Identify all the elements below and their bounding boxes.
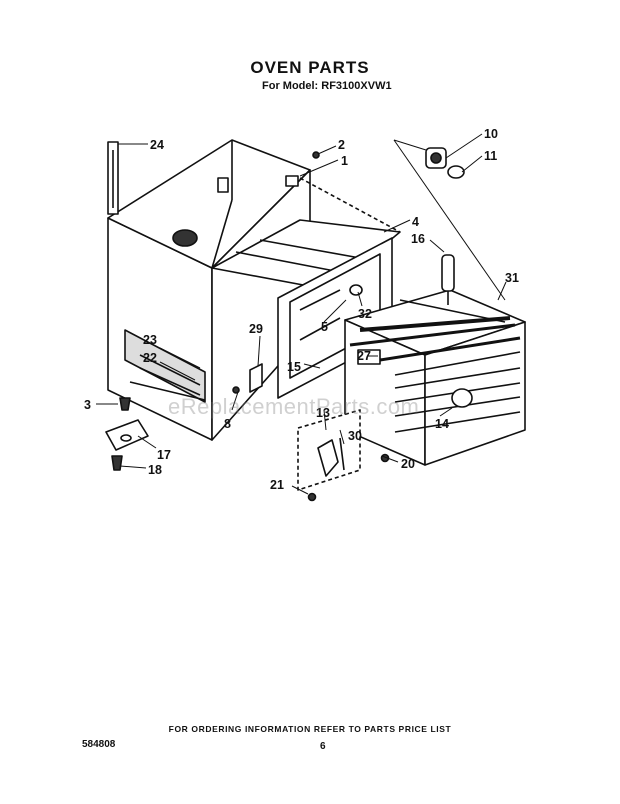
callout-11: 11 [484,149,497,163]
callout-31: 31 [505,271,519,285]
callout-13: 13 [316,406,330,420]
callout-labels: 1 2 3 4 5 8 10 11 13 14 15 16 17 18 20 2… [84,127,519,492]
document-number: 584808 [82,739,116,750]
callout-5: 5 [321,320,328,334]
vent-strip-part [107,141,119,215]
watermark-text: eReplacementParts.com [168,394,420,419]
callout-2: 2 [338,138,345,152]
callout-3: 3 [84,398,91,412]
callout-18: 18 [148,463,162,477]
ordering-note: FOR ORDERING INFORMATION REFER TO PARTS … [168,724,452,734]
oven-cabinet [107,139,401,441]
callout-16: 16 [411,232,425,246]
leader-lines [96,133,507,495]
callout-20: 20 [401,457,415,471]
callout-4: 4 [412,215,419,229]
page-number: 6 [320,741,326,752]
bracket-assembly [297,409,361,491]
callout-10: 10 [484,127,498,141]
callout-29: 29 [249,322,263,336]
fasteners [105,151,390,502]
callout-30: 30 [348,429,362,443]
knob-part [441,254,455,305]
callout-22: 22 [143,351,157,365]
callout-24: 24 [150,138,164,152]
callout-1: 1 [341,154,348,168]
oven-liner [344,289,526,466]
callout-8: 8 [224,417,231,431]
callout-14: 14 [435,417,449,431]
model-subtitle: For Model: RF3100XVW1 [262,80,392,92]
callout-23: 23 [143,333,157,347]
callout-17: 17 [157,448,171,462]
callout-32: 32 [358,307,372,321]
callout-15: 15 [287,360,301,374]
callout-21: 21 [270,478,284,492]
callout-27: 27 [357,349,371,363]
page-title: OVEN PARTS [250,58,370,77]
